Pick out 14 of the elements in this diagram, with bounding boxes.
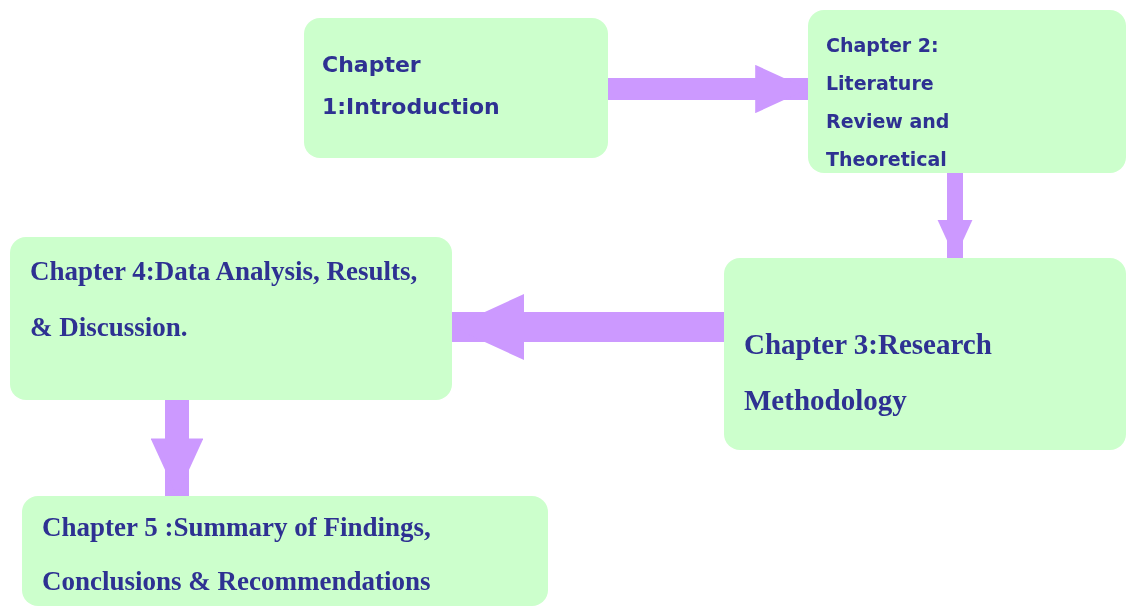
block-arrow <box>608 64 808 114</box>
process-box <box>22 496 548 606</box>
box-label: Chapter 5 :Summary of Findings, Conclusions & Recommendations <box>42 511 432 598</box>
process-box <box>304 18 608 158</box>
box-label: Chapter 3:Research Methodology <box>744 327 993 418</box>
block-arrow <box>937 173 973 258</box>
process-box <box>808 10 1126 173</box>
block-arrow <box>150 400 204 496</box>
block-arrow <box>452 294 724 360</box>
box-label: Chapter 4:Data Analysis, Results, & Discussion. <box>30 255 419 344</box>
box-label: Chapter 1:Introduction <box>322 51 501 121</box>
process-box <box>10 237 452 400</box>
box-label: Chapter 2: Literature Review and Theoretical <box>826 33 951 172</box>
process-box <box>724 258 1126 450</box>
